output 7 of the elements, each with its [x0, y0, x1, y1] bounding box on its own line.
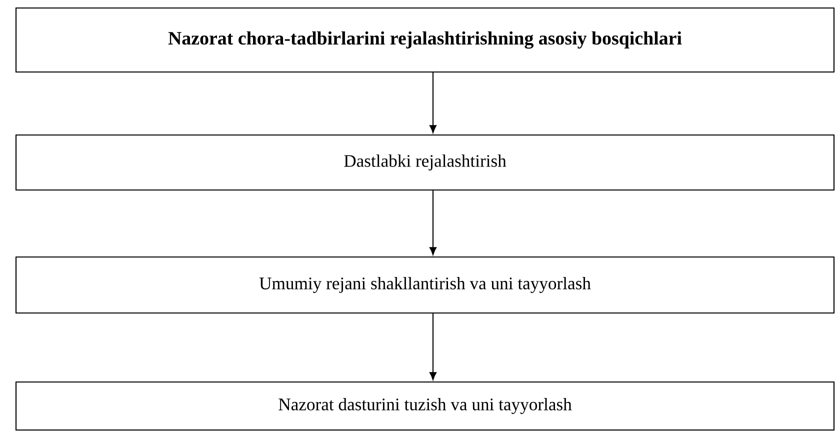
process-box: Nazorat dasturini tuzish va uni tayyorlash: [15, 381, 835, 431]
arrow: [429, 314, 437, 380]
process-box: Umumiy rejani shakllantirish va uni tayyorlash: [15, 256, 835, 314]
process-box: Dastlabki rejalashtirish: [15, 134, 835, 191]
arrow: [429, 72, 437, 134]
arrow: [429, 190, 437, 256]
process-box: Nazorat chora-tadbirlarini rejalashtirishning asosiy bosqichlari: [15, 7, 835, 73]
